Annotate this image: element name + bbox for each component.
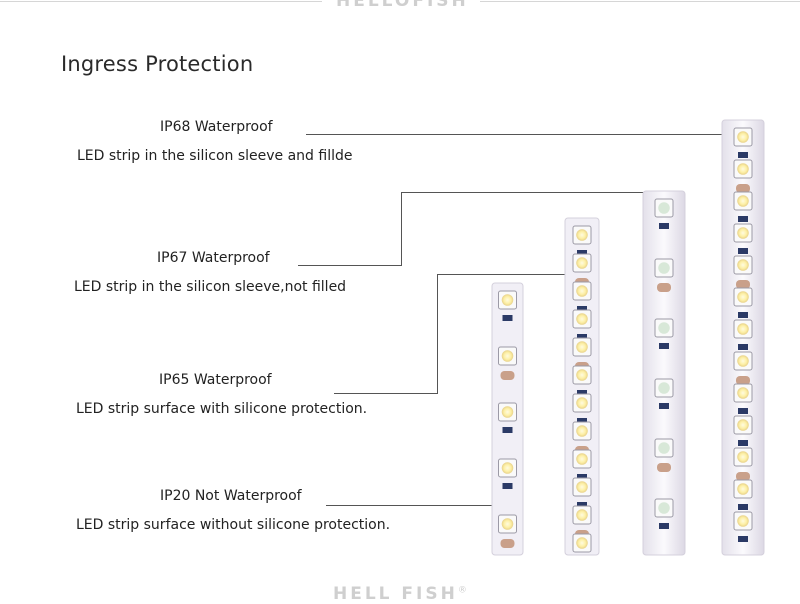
strip-ip68-resistor [738,216,748,222]
bottom-brand-text: HELL FISH [333,584,458,604]
strip-ip65-body [564,217,600,556]
strip-ip65-led [576,537,588,549]
strip-ip67-led [658,322,670,334]
strip-ip68-resistor [738,312,748,318]
strip-ip68-led [737,163,749,175]
strip-ip68-led [737,195,749,207]
strip-ip65-led [576,257,588,269]
strip-ip67-solder-pad [657,463,671,472]
strip-ip65-resistor [577,418,587,424]
strip-ip67-resistor [659,343,669,349]
strip-ip67-led [658,502,670,514]
ip20-leader-line [326,505,498,506]
ip68-label: IP68 Waterproof [160,119,273,135]
ip65-strip [564,217,600,556]
strip-ip65-resistor [577,474,587,480]
strip-ip65-resistor [577,306,587,312]
strip-ip68-solder-pad [736,472,750,481]
top-brand-logo: HELLOFISH [336,0,469,11]
strip-ip68-led [737,291,749,303]
strip-ip68-resistor [738,408,748,414]
ip65-label: IP65 Waterproof [159,372,272,388]
ip20-label: IP20 Not Waterproof [160,488,302,504]
strip-ip67-resistor [659,523,669,529]
strip-ip68-led [737,387,749,399]
ip65-leader-vertical [437,274,438,394]
strip-ip65-led [576,509,588,521]
strip-ip68-resistor [738,152,748,158]
strip-ip67-resistor [659,403,669,409]
strip-ip68-resistor [738,248,748,254]
strip-ip20-resistor [502,483,513,489]
strip-ip20-led [501,462,514,474]
ip67-strip [642,190,686,556]
strip-ip65-led [576,313,588,325]
ip68-strip [721,119,765,556]
strip-ip68-resistor [738,536,748,542]
strip-ip65-resistor [577,390,587,396]
strip-ip67-solder-pad [657,283,671,292]
strip-ip67-led [658,262,670,274]
ip65-leader-horizontal [334,393,438,394]
strip-ip68-solder-pad [736,184,750,193]
strip-ip20-led [501,406,514,418]
strip-ip68-resistor [738,440,748,446]
strip-ip68-resistor [738,504,748,510]
strip-ip67-led [658,382,670,394]
strip-ip20-solder-pad [500,371,515,380]
strip-ip67-resistor [659,223,669,229]
strip-ip65-led [576,397,588,409]
strip-ip68-led [737,355,749,367]
strip-ip68-led [737,419,749,431]
ip67-leader-vertical [401,192,402,266]
top-rule-left [0,1,322,2]
strip-ip65-led [576,453,588,465]
strip-ip68-solder-pad [736,376,750,385]
ip67-desc: LED strip in the silicon sleeve,not fill… [74,279,347,295]
strip-ip68-led [737,323,749,335]
strip-ip65-resistor [577,334,587,340]
strip-ip65-resistor [577,502,587,508]
strip-ip67-body [642,190,686,556]
strip-ip68-led [737,451,749,463]
strip-ip67-led [658,202,670,214]
strip-ip65-led [576,369,588,381]
strip-ip68-resistor [738,344,748,350]
strip-ip67-led [658,442,670,454]
strip-ip20-led [501,294,514,306]
ip65-leader-top [437,274,573,275]
strip-ip68-led [737,515,749,527]
ip68-desc: LED strip in the silicon sleeve and fill… [77,148,353,164]
ip67-label: IP67 Waterproof [157,250,270,266]
strip-ip20-resistor [502,315,513,321]
strip-ip65-led [576,229,588,241]
strip-ip20-solder-pad [500,539,515,548]
strip-ip20-led [501,350,514,362]
page-title: Ingress Protection [61,52,254,76]
ip67-leader-top [401,192,651,193]
ip20-strip [491,282,524,556]
strip-ip65-led [576,285,588,297]
strip-ip20-resistor [502,427,513,433]
strip-ip65-resistor [577,250,587,256]
strip-ip65-led [576,481,588,493]
strip-ip68-led [737,227,749,239]
bottom-brand-logo: HELL FISH® [333,584,467,604]
strip-ip20-led [501,518,514,530]
strip-ip68-led [737,483,749,495]
strip-ip68-led [737,259,749,271]
ip67-leader-horizontal [298,265,402,266]
ip68-leader-line [306,134,730,135]
strip-ip68-led [737,131,749,143]
registered-mark: ® [457,585,467,596]
top-rule-right [480,1,800,2]
strip-ip65-led [576,341,588,353]
strip-ip68-solder-pad [736,280,750,289]
ip65-desc: LED strip surface with silicone protecti… [76,401,368,417]
strip-ip65-led [576,425,588,437]
ip20-desc: LED strip surface without silicone prote… [76,517,391,533]
